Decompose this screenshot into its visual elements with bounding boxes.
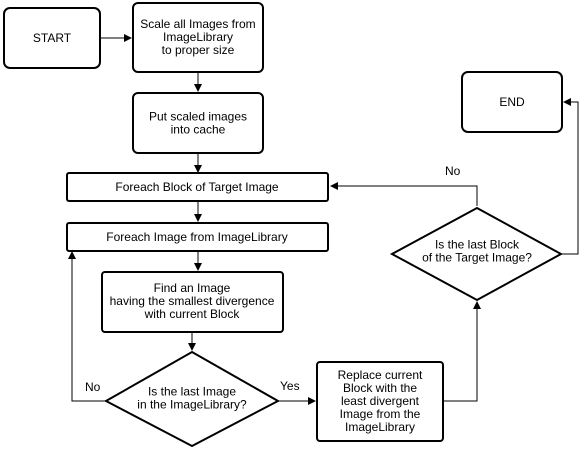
node-line: least divergent xyxy=(341,394,420,408)
node-line: having the smallest divergence xyxy=(110,294,275,308)
foreach-image-text: Foreach Image from ImageLibrary xyxy=(106,230,287,244)
edge-replace-to-last-block xyxy=(443,301,481,402)
node-line: Foreach Block of Target Image xyxy=(115,180,279,194)
node-line: Scale all Images from xyxy=(140,17,255,31)
node-line: ImageLibrary xyxy=(163,30,233,44)
foreach-image-node: Foreach Image from ImageLibrary xyxy=(66,222,329,252)
node-line: into cache xyxy=(171,123,226,137)
edge-label-block-no: No xyxy=(445,164,461,178)
end-text: END xyxy=(499,95,525,109)
foreach-block-node: Foreach Block of Target Image xyxy=(66,172,329,202)
start-text: START xyxy=(33,31,72,45)
node-line: Image from the xyxy=(340,407,421,421)
edge-label-image-no: No xyxy=(85,380,101,394)
node-line: with current Block xyxy=(144,307,241,321)
edge-label-image-yes: Yes xyxy=(280,379,300,393)
node-line: Put scaled images xyxy=(149,110,247,124)
node-line: Replace current xyxy=(338,368,423,382)
node-line: Is the last Block xyxy=(435,238,520,252)
node-line: ImageLibrary xyxy=(345,420,415,434)
node-line: Find an Image xyxy=(154,281,231,295)
node-line: in the ImageLibrary? xyxy=(137,398,247,412)
node-line: to proper size xyxy=(162,43,235,57)
start-node: START xyxy=(3,7,101,69)
edge-last-block-no xyxy=(330,182,478,206)
node-line: Block with the xyxy=(343,381,417,395)
node-line: Foreach Image from ImageLibrary xyxy=(106,230,287,244)
foreach-block-text: Foreach Block of Target Image xyxy=(115,180,279,194)
end-node: END xyxy=(461,71,563,133)
node-line: of the Target Image? xyxy=(422,251,532,265)
edges xyxy=(68,34,579,405)
edge-last-image-no xyxy=(68,251,106,402)
node-line: Is the last Image xyxy=(148,385,236,399)
edge-last-block-yes xyxy=(561,98,579,255)
node-line: END xyxy=(499,95,525,109)
node-line: START xyxy=(33,31,72,45)
